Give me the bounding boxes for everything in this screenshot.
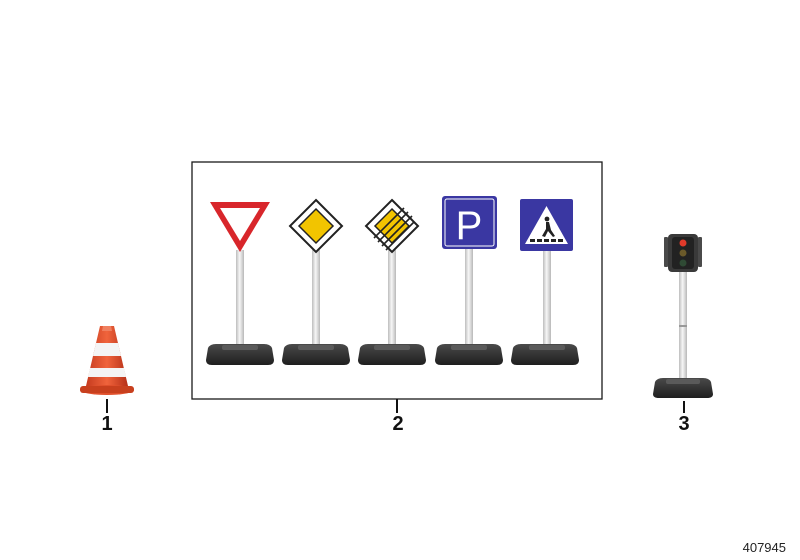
traffic-light — [653, 234, 713, 398]
callout-number-3: 3 — [678, 413, 690, 435]
parking-letter: P — [456, 204, 483, 248]
yield-sign — [206, 202, 274, 365]
callout-number-1: 1 — [101, 413, 113, 435]
diagram-id-number: 407945 — [742, 540, 786, 555]
parking-sign: P — [435, 196, 503, 365]
end-priority-road-sign — [358, 198, 426, 365]
traffic-cone — [80, 326, 134, 395]
pedestrian-crossing-sign — [511, 199, 579, 365]
callout-number-2: 2 — [392, 413, 404, 435]
priority-road-sign — [282, 198, 350, 365]
